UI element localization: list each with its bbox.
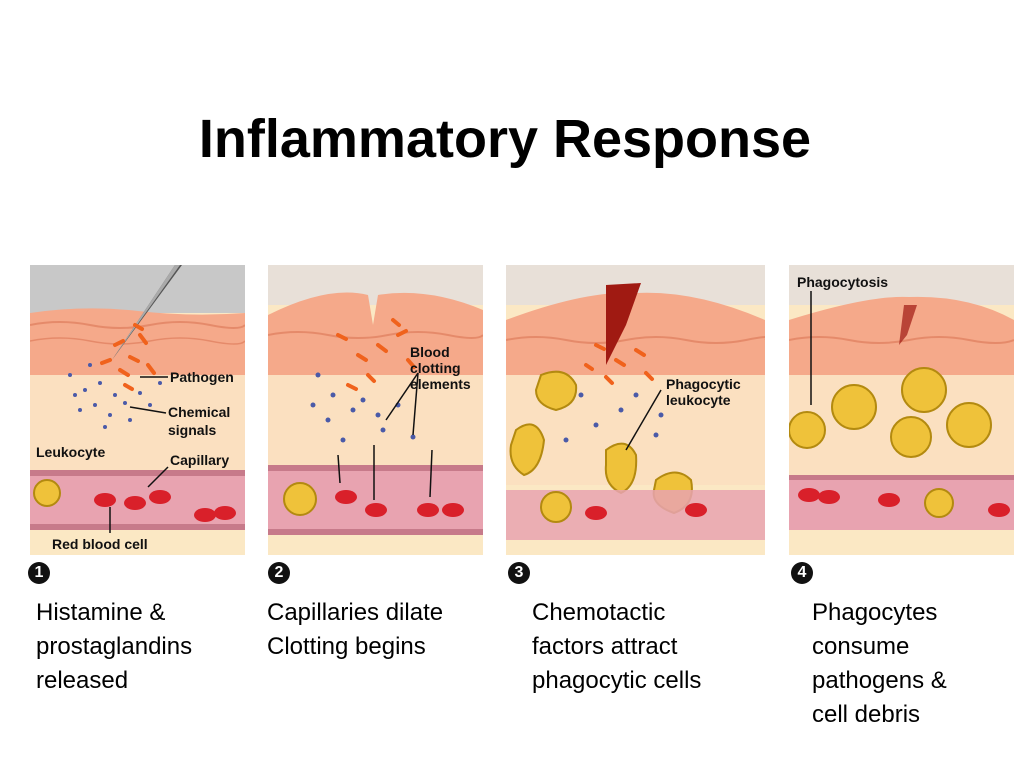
label-chemical: Chemical [168,404,230,420]
label-leukocyte: Leukocyte [36,444,105,460]
panel-2-illustration: Blood clotting elements [268,265,483,555]
label-clotting: clotting [410,360,461,376]
label-capillary: Capillary [170,452,229,468]
caption-step-2: Capillaries dilate Clotting begins [267,599,444,660]
label-blood: Blood [410,344,450,360]
label-elements: elements [410,376,471,392]
label-signals: signals [168,422,216,438]
step-badge-2: 2 [268,562,290,584]
caption-step-1: Histamine & prostaglandins released [36,599,193,694]
caption-step-4: Phagocytes consume pathogens & cell debr… [812,599,947,728]
step-badge-3: 3 [508,562,530,584]
step-badge-1: 1 [28,562,50,584]
label-red-blood-cell: Red blood cell [52,536,148,552]
panel-3-illustration: Phagocytic leukocyte [506,265,765,555]
label-leukocyte-3: leukocyte [666,392,731,408]
label-pathogen: Pathogen [170,369,234,385]
label-phagocytosis: Phagocytosis [797,274,888,290]
step-badge-4: 4 [791,562,813,584]
panel-1-illustration: Pathogen Chemical signals Leukocyte Capi… [30,265,245,555]
caption-step-3: Chemotactic factors attract phagocytic c… [532,599,702,694]
page-title: Inflammatory Response [198,109,812,169]
label-phagocytic: Phagocytic [666,376,741,392]
panel-4-illustration: Phagocytosis [789,265,1014,555]
